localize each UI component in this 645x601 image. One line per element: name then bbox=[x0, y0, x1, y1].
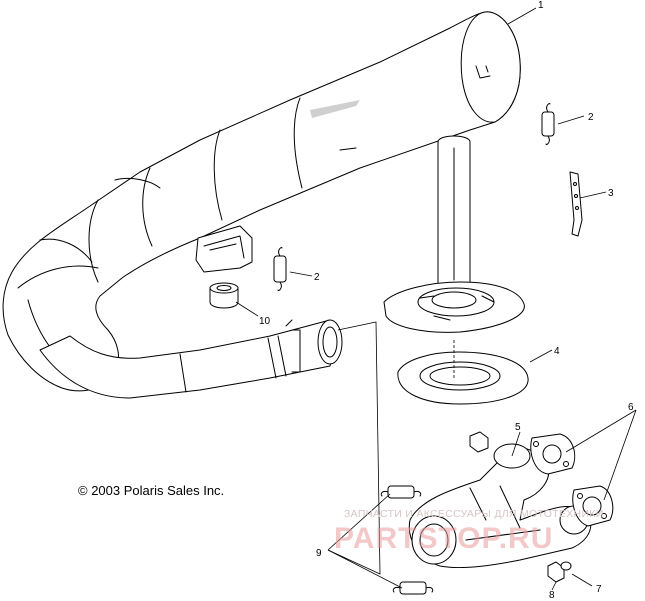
callout-2-left: 2 bbox=[314, 272, 320, 283]
manifold-spring-part bbox=[380, 485, 434, 595]
callout-5: 5 bbox=[515, 422, 521, 433]
callout-9: 9 bbox=[316, 548, 322, 559]
nut-part bbox=[469, 431, 572, 583]
stinger-tube bbox=[383, 135, 525, 333]
callout-3: 3 bbox=[608, 188, 614, 199]
callout-1: 1 bbox=[538, 0, 544, 11]
outlet-pipe bbox=[39, 319, 343, 399]
bracket-part bbox=[569, 171, 583, 237]
watermark-logo: PARTSTOP.RU bbox=[334, 522, 553, 555]
callout-8: 8 bbox=[549, 590, 555, 601]
callout-2-right: 2 bbox=[588, 112, 594, 123]
callout-numbers: 1 2 3 2 10 4 5 6 9 8 7 bbox=[259, 0, 634, 601]
callout-6: 6 bbox=[628, 402, 634, 413]
callout-4: 4 bbox=[554, 346, 560, 357]
leader-lines bbox=[235, 7, 637, 591]
exhaust-gasket-lower bbox=[572, 485, 614, 527]
callout-7: 7 bbox=[596, 584, 602, 595]
spring-part bbox=[541, 103, 555, 145]
watermark: ЗАПЧАСТИ И АКСЕССУАРЫ ДЛЯ МОТОТЕХНИКИ PA… bbox=[334, 508, 604, 555]
spring-part-left bbox=[273, 247, 287, 291]
gasket-part bbox=[397, 340, 529, 405]
grommet-part bbox=[209, 282, 239, 309]
exhaust-gasket-upper bbox=[530, 433, 576, 475]
copyright-text: © 2003 Polaris Sales Inc. bbox=[78, 483, 224, 498]
callout-10: 10 bbox=[259, 316, 271, 327]
watermark-tagline: ЗАПЧАСТИ И АКСЕССУАРЫ ДЛЯ МОТОТЕХНИКИ bbox=[344, 508, 604, 520]
